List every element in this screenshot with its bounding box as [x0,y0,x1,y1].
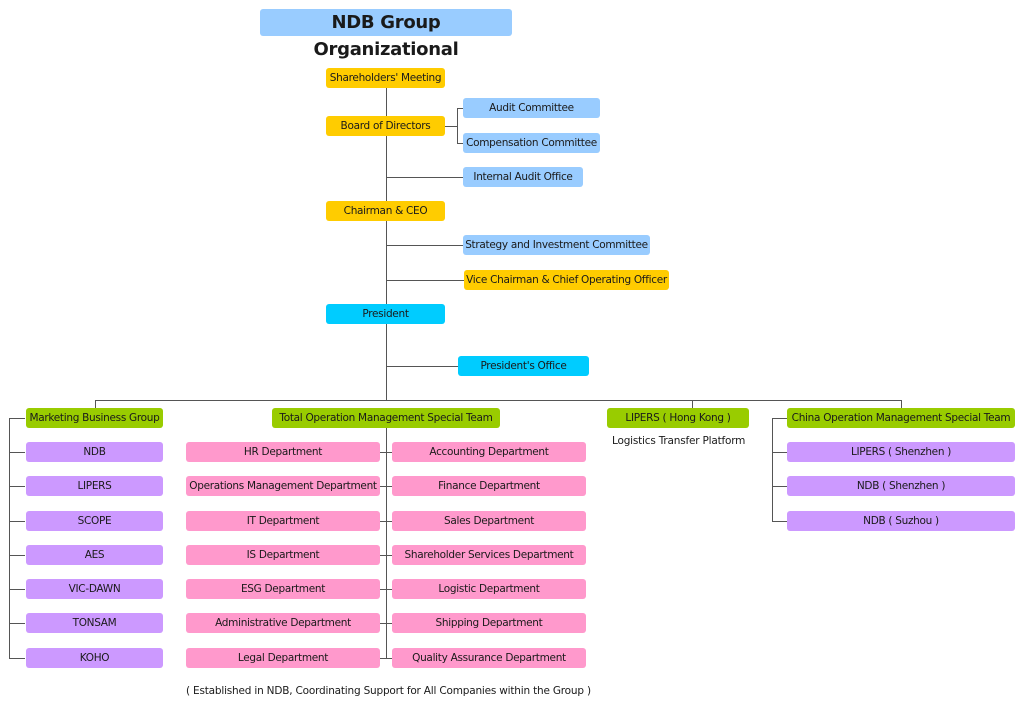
node-vice-chairman-coo: Vice Chairman & Chief Operating Officer [464,270,669,290]
company-node: TONSAM [26,613,163,633]
department-node: Accounting Department [392,442,586,462]
company-node: LIPERS [26,476,163,496]
department-node: IS Department [186,545,380,565]
node-internal-audit-office: Internal Audit Office [463,167,583,187]
connector-line [445,126,457,127]
connector-line [9,658,25,659]
company-node: LIPERS ( Shenzhen ) [787,442,1015,462]
connector-line [901,400,902,408]
department-node: Shareholder Services Department [392,545,586,565]
node-presidents-office: President's Office [458,356,589,376]
connector-line [9,418,25,419]
group-lipers-hong-kong: LIPERS ( Hong Kong ) [607,408,749,428]
node-chairman-ceo: Chairman & CEO [326,201,445,221]
connector-line [772,418,773,521]
company-node: NDB ( Shenzhen ) [787,476,1015,496]
connector-line [9,452,25,453]
connector-line [9,521,25,522]
connector-line [386,177,463,178]
connector-line [380,486,392,487]
connector-line [457,143,463,144]
connector-line [386,366,458,367]
connector-line [9,623,25,624]
connector-line [692,400,693,408]
node-compensation-committee: Compensation Committee [463,133,600,153]
total-ops-note: ( Established in NDB, Coordinating Suppo… [186,685,591,697]
connector-line [380,589,392,590]
department-node: Shipping Department [392,613,586,633]
node-shareholders-meeting: Shareholders' Meeting [326,68,445,88]
connector-line [9,486,25,487]
connector-line [772,452,787,453]
department-node: Operations Management Department [186,476,380,496]
connector-line [380,452,392,453]
department-node: Administrative Department [186,613,380,633]
connector-line [380,555,392,556]
connector-line [772,486,787,487]
company-node: KOHO [26,648,163,668]
company-node: VIC-DAWN [26,579,163,599]
department-node: IT Department [186,511,380,531]
department-node: Legal Department [186,648,380,668]
department-node: ESG Department [186,579,380,599]
lipers-hk-note: Logistics Transfer Platform [612,435,746,447]
department-node: Sales Department [392,511,586,531]
connector-line [386,87,387,400]
connector-line [9,589,25,590]
chart-title: NDB Group Organizational [260,9,512,60]
group-marketing-business: Marketing Business Group [26,408,163,428]
company-node: AES [26,545,163,565]
connector-line [457,108,463,109]
connector-line [380,658,392,659]
company-node: NDB ( Suzhou ) [787,511,1015,531]
connector-line [95,400,96,408]
node-board-of-directors: Board of Directors [326,116,445,136]
connector-line [380,623,392,624]
connector-line [9,555,25,556]
node-president: President [326,304,445,324]
connector-line [9,418,10,658]
node-audit-committee: Audit Committee [463,98,600,118]
connector-line [386,280,464,281]
company-node: NDB [26,442,163,462]
node-strategy-committee: Strategy and Investment Committee [463,235,650,255]
department-node: HR Department [186,442,380,462]
department-node: Quality Assurance Department [392,648,586,668]
department-node: Logistic Department [392,579,586,599]
connector-line [386,245,463,246]
company-node: SCOPE [26,511,163,531]
connector-line [772,521,787,522]
group-total-operation-management: Total Operation Management Special Team [272,408,500,428]
connector-line [380,521,392,522]
connector-line [457,108,458,143]
connector-line [95,400,901,401]
department-node: Finance Department [392,476,586,496]
connector-line [386,428,387,658]
connector-line [772,418,787,419]
group-china-operation-management: China Operation Management Special Team [787,408,1015,428]
